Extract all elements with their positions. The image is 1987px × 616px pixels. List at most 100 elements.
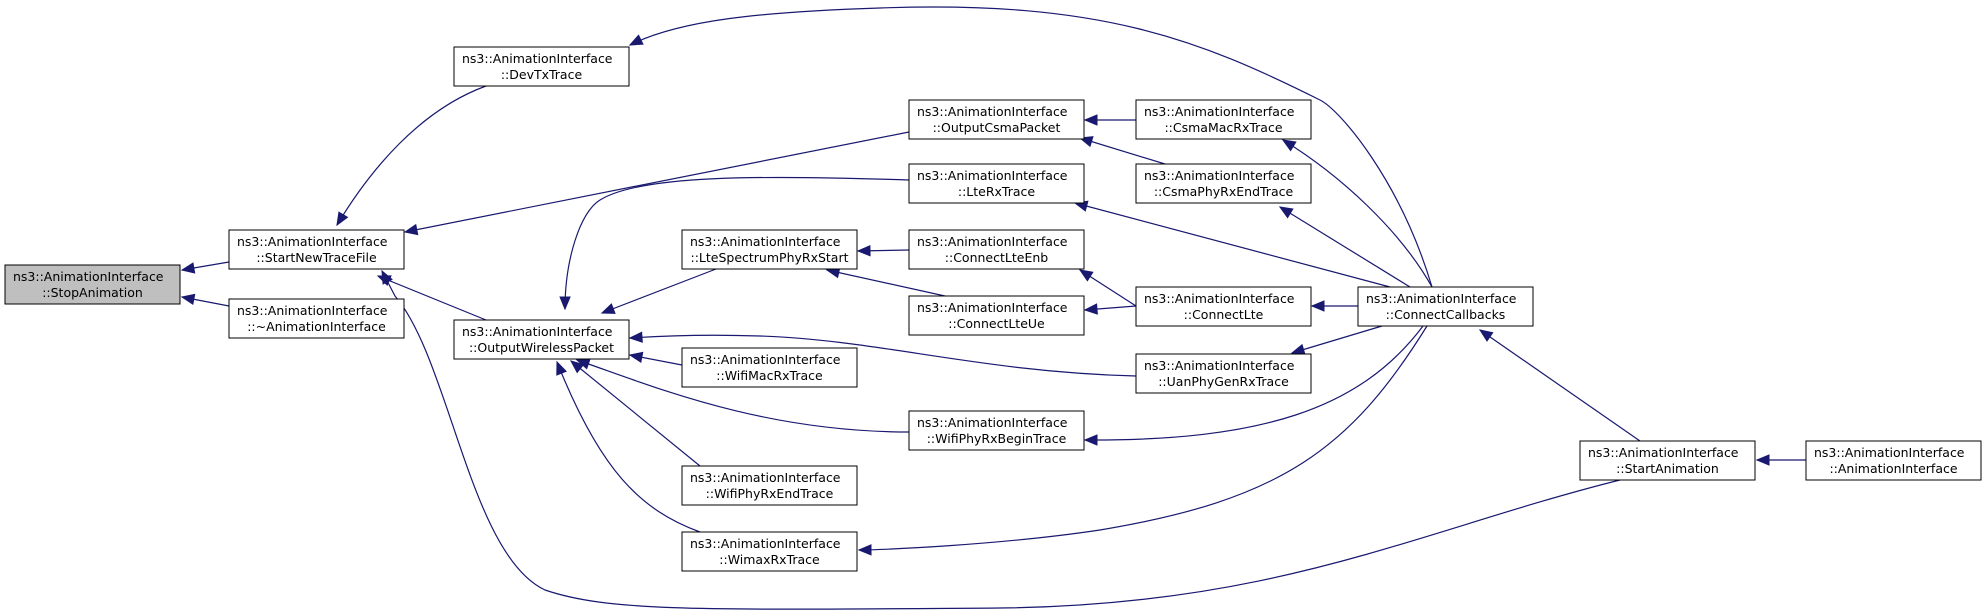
call-edge-ccb-to-devtx <box>628 6 1433 288</box>
node-wphybeg[interactable]: ns3::AnimationInterface::WifiPhyRxBeginT… <box>908 410 1085 451</box>
call-edge-ctor-to-sa <box>1755 454 1806 466</box>
node-wphyend[interactable]: ns3::AnimationInterface::WifiPhyRxEndTra… <box>681 465 858 506</box>
node-method-label: ::StopAnimation <box>42 285 143 300</box>
call-edge-ccb-to-csmamac <box>1281 139 1433 288</box>
node-box <box>1135 286 1312 327</box>
call-edge-csmaphy-to-ocsma <box>1078 136 1166 165</box>
arrowhead <box>628 351 644 364</box>
node-lsprx[interactable]: ns3::AnimationInterface::LteSpectrumPhyR… <box>681 229 858 270</box>
node-dtor[interactable]: ns3::AnimationInterface::~AnimationInter… <box>228 298 405 339</box>
arrowhead <box>1755 454 1770 466</box>
node-class-label: ns3::AnimationInterface <box>237 303 388 318</box>
call-edge-sa-to-ccb <box>1478 329 1641 442</box>
node-box <box>1805 440 1982 481</box>
node-box <box>1357 286 1534 327</box>
node-class-label: ns3::AnimationInterface <box>1144 168 1295 183</box>
node-method-label: ::AnimationInterface <box>1829 461 1957 476</box>
arrowhead <box>856 245 871 257</box>
arrowhead <box>1083 114 1098 126</box>
node-ctor[interactable]: ns3::AnimationInterface::AnimationInterf… <box>1805 440 1982 481</box>
call-edge-ccb-to-uan <box>1290 325 1383 355</box>
arrowhead <box>569 360 585 374</box>
arrowhead <box>556 360 567 376</box>
node-method-label: ::OutputWirelessPacket <box>469 340 614 355</box>
node-class-label: ns3::AnimationInterface <box>917 415 1068 430</box>
call-edge-lsprx-to-owp <box>600 268 717 314</box>
node-box <box>1135 99 1312 140</box>
node-csmaphy[interactable]: ns3::AnimationInterface::CsmaPhyRxEndTra… <box>1135 163 1312 204</box>
node-stop[interactable]: ns3::AnimationInterface::StopAnimation <box>4 264 181 305</box>
node-method-label: ::WifiPhyRxBeginTrace <box>927 431 1067 446</box>
node-sa[interactable]: ns3::AnimationInterface::StartAnimation <box>1579 440 1756 481</box>
node-class-label: ns3::AnimationInterface <box>690 536 841 551</box>
node-csmamac[interactable]: ns3::AnimationInterface::CsmaMacRxTrace <box>1135 99 1312 140</box>
call-edge-ccb-to-wimax <box>857 325 1428 556</box>
node-clue[interactable]: ns3::AnimationInterface::ConnectLteUe <box>908 295 1085 336</box>
arrowhead <box>1083 434 1098 446</box>
node-class-label: ns3::AnimationInterface <box>917 104 1068 119</box>
call-edge-sa-to-sntf <box>381 269 1621 610</box>
call-edge-clte-to-clue <box>1083 303 1137 315</box>
node-box <box>908 410 1085 451</box>
arrowhead <box>559 296 571 311</box>
node-class-label: ns3::AnimationInterface <box>1814 445 1965 460</box>
node-class-label: ns3::AnimationInterface <box>13 269 164 284</box>
node-box <box>681 531 858 572</box>
arrowhead <box>600 303 616 314</box>
node-box <box>453 46 630 87</box>
node-box <box>908 295 1085 336</box>
arrowhead <box>628 331 643 343</box>
node-box <box>1579 440 1756 481</box>
arrowhead <box>1310 300 1325 312</box>
call-edge-dtor-to-stop <box>180 293 230 307</box>
call-edge-clue-to-lsprx <box>825 267 946 297</box>
node-box <box>908 99 1085 140</box>
call-edge-ccb-to-lterx <box>1073 200 1391 288</box>
node-class-label: ns3::AnimationInterface <box>462 51 613 66</box>
call-edge-ccb-to-csmaphy <box>1278 206 1411 288</box>
node-method-label: ::ConnectLteUe <box>948 316 1045 331</box>
node-method-label: ::LteRxTrace <box>958 184 1036 199</box>
node-uan[interactable]: ns3::AnimationInterface::UanPhyGenRxTrac… <box>1135 353 1312 394</box>
arrowhead <box>1478 329 1494 342</box>
node-owp[interactable]: ns3::AnimationInterface::OutputWirelessP… <box>453 319 630 360</box>
node-ccb[interactable]: ns3::AnimationInterface::ConnectCallback… <box>1357 286 1534 327</box>
node-box <box>228 229 405 270</box>
arrowhead <box>336 211 349 227</box>
call-edge-ccb-to-wphybeg <box>1083 325 1424 446</box>
node-class-label: ns3::AnimationInterface <box>1144 104 1295 119</box>
node-class-label: ns3::AnimationInterface <box>1144 358 1295 373</box>
arrowhead <box>1278 206 1294 219</box>
call-nodes: ns3::AnimationInterface::StopAnimationns… <box>4 46 1982 572</box>
node-lterx[interactable]: ns3::AnimationInterface::LteRxTrace <box>908 163 1085 204</box>
node-wimax[interactable]: ns3::AnimationInterface::WimaxRxTrace <box>681 531 858 572</box>
arrowhead <box>1083 303 1098 315</box>
node-class-label: ns3::AnimationInterface <box>917 168 1068 183</box>
node-devtx[interactable]: ns3::AnimationInterface::DevTxTrace <box>453 46 630 87</box>
call-edge-wphyend-to-owp <box>569 360 701 467</box>
call-edge-wphybeg-to-owp <box>575 358 910 433</box>
node-ocsma[interactable]: ns3::AnimationInterface::OutputCsmaPacke… <box>908 99 1085 140</box>
node-sntf[interactable]: ns3::AnimationInterface::StartNewTraceFi… <box>228 229 405 270</box>
node-class-label: ns3::AnimationInterface <box>690 470 841 485</box>
node-box <box>228 298 405 339</box>
arrowhead <box>1281 139 1297 152</box>
node-method-label: ::WifiMacRxTrace <box>716 368 823 383</box>
node-clenb[interactable]: ns3::AnimationInterface::ConnectLteEnb <box>908 229 1085 270</box>
arrowhead <box>1078 269 1094 282</box>
call-edge-csmamac-to-ocsma <box>1083 114 1136 126</box>
call-edge-clte-to-clenb <box>1078 269 1137 307</box>
node-method-label: ::DevTxTrace <box>501 67 583 82</box>
arrowhead <box>381 269 393 285</box>
arrowhead <box>857 544 872 556</box>
node-box <box>681 229 858 270</box>
node-clte[interactable]: ns3::AnimationInterface::ConnectLte <box>1135 286 1312 327</box>
call-edge-wmac-to-owp <box>628 351 683 366</box>
node-wmac[interactable]: ns3::AnimationInterface::WifiMacRxTrace <box>681 347 858 388</box>
node-box <box>453 319 630 360</box>
node-class-label: ns3::AnimationInterface <box>1366 291 1517 306</box>
node-method-label: ::ConnectCallbacks <box>1386 307 1506 322</box>
arrowhead <box>1290 343 1306 355</box>
node-method-label: ::ConnectLteEnb <box>945 250 1048 265</box>
